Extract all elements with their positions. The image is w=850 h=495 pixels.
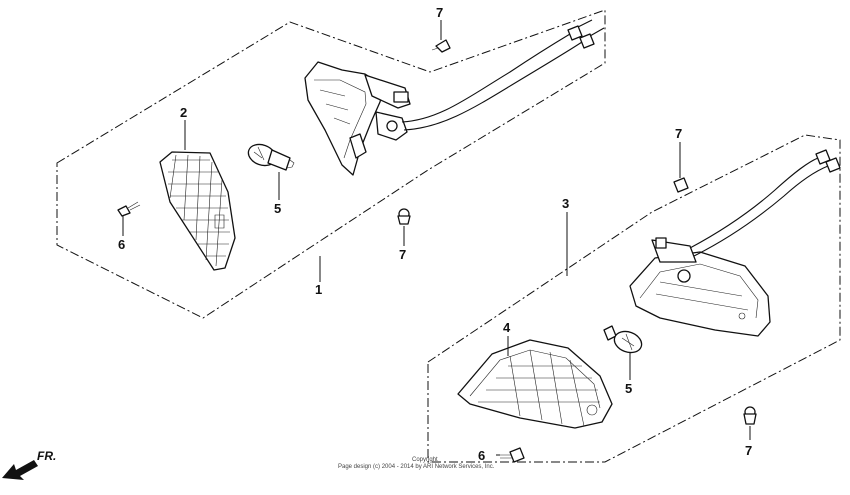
screw-7-right-top bbox=[673, 177, 689, 193]
screw-6-left bbox=[117, 201, 141, 217]
signal-housing-right bbox=[629, 237, 771, 337]
callout-7-left-mid: 7 bbox=[399, 247, 406, 262]
callout-6-right: 6 bbox=[478, 448, 485, 463]
bulb-right bbox=[603, 325, 643, 354]
leader-lines bbox=[122, 20, 751, 456]
callout-2: 2 bbox=[180, 105, 187, 120]
callout-1: 1 bbox=[315, 282, 322, 297]
wire-harness-right bbox=[689, 149, 841, 257]
callout-7-right-top: 7 bbox=[675, 126, 682, 141]
clip-7-right-bottom bbox=[743, 406, 757, 425]
callout-7-top: 7 bbox=[436, 5, 443, 20]
turn-signal-lens-left bbox=[159, 151, 236, 271]
screw-6-right bbox=[500, 447, 525, 463]
bulb-left bbox=[247, 143, 295, 171]
callout-3: 3 bbox=[562, 196, 569, 211]
callout-4: 4 bbox=[503, 320, 511, 335]
callout-5-right: 5 bbox=[625, 381, 632, 396]
screw-7-top bbox=[431, 39, 451, 53]
assembly-3-group bbox=[427, 134, 841, 463]
callout-6-left: 6 bbox=[118, 237, 125, 252]
callout-7-right-bottom: 7 bbox=[745, 443, 752, 458]
signal-housing-left bbox=[304, 61, 411, 176]
front-direction-indicator: FR. bbox=[2, 449, 56, 480]
turn-signal-lens-right bbox=[457, 339, 613, 429]
assembly-1-outline bbox=[56, 9, 606, 319]
front-label: FR. bbox=[37, 449, 56, 463]
front-arrow-icon bbox=[2, 460, 38, 480]
clip-7-left bbox=[397, 208, 411, 225]
copyright-line-1: Copyright bbox=[412, 457, 438, 463]
callout-5-left: 5 bbox=[274, 201, 281, 216]
copyright-line-2: Page design (c) 2004 - 2014 by ARI Netwo… bbox=[338, 464, 495, 470]
assembly-3-outline bbox=[427, 134, 841, 463]
wire-harness-left bbox=[401, 19, 605, 131]
assembly-1-group bbox=[56, 9, 606, 319]
